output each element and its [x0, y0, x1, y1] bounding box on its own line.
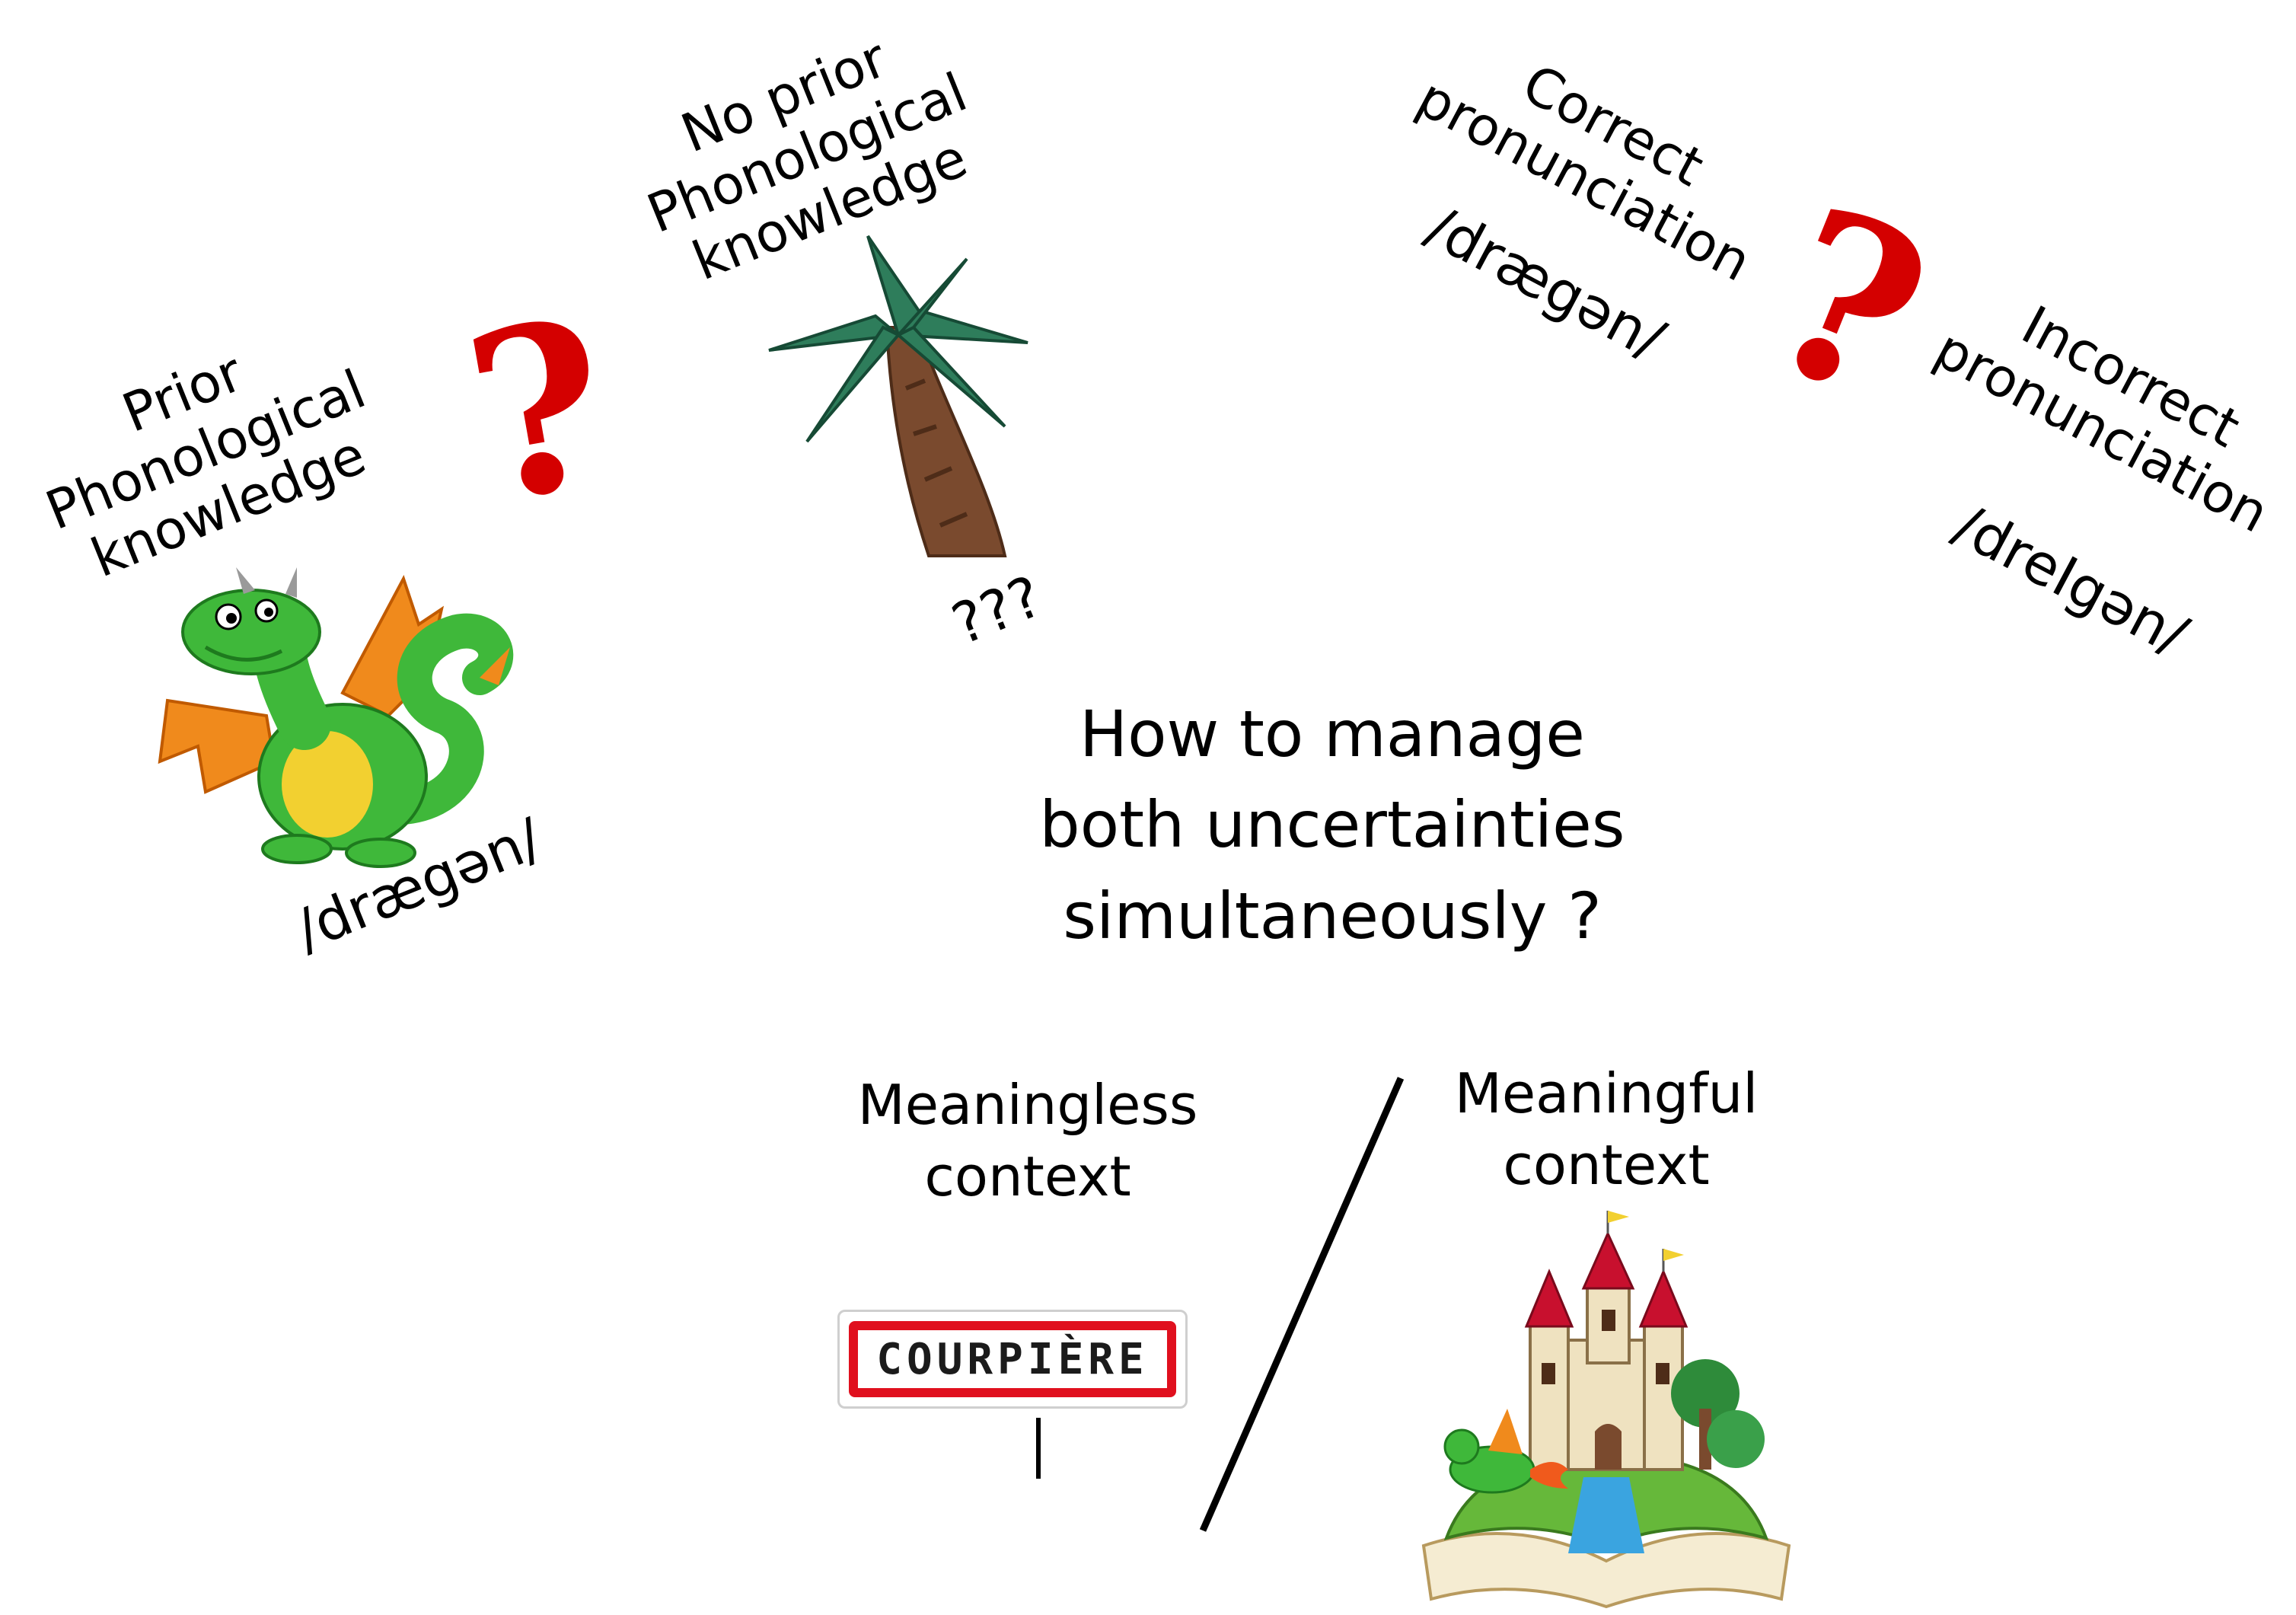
- central-question-line-3: simultaneously ?: [1063, 878, 1602, 953]
- meaningless-line-2: context: [924, 1144, 1131, 1208]
- dragon-icon: [158, 567, 514, 868]
- storybook-castle-icon: [1421, 1211, 1791, 1609]
- divider-slash: [1199, 1077, 1405, 1532]
- central-question-line-1: How to manage: [1079, 697, 1585, 771]
- meaningful-line-1: Meaningful: [1454, 1061, 1759, 1125]
- town-sign-post: [1036, 1418, 1041, 1479]
- central-question: How to manage both uncertainties simulta…: [990, 689, 1675, 962]
- meaningful-line-2: context: [1503, 1132, 1710, 1197]
- meaningless-line-1: Meaningless: [857, 1073, 1198, 1137]
- town-sign-text: COURPIÈRE: [876, 1334, 1149, 1384]
- central-question-line-2: both uncertainties: [1039, 787, 1625, 863]
- town-sign: COURPIÈRE: [837, 1310, 1188, 1409]
- unknown-pronunciation: ???: [943, 563, 1051, 658]
- meaningful-context-label: Meaningful context: [1386, 1058, 1827, 1201]
- question-mark-left: ?: [449, 267, 629, 555]
- town-sign-border: COURPIÈRE: [849, 1321, 1176, 1397]
- palm-tree-icon: [768, 235, 1028, 557]
- meaningless-context-label: Meaningless context: [822, 1070, 1233, 1212]
